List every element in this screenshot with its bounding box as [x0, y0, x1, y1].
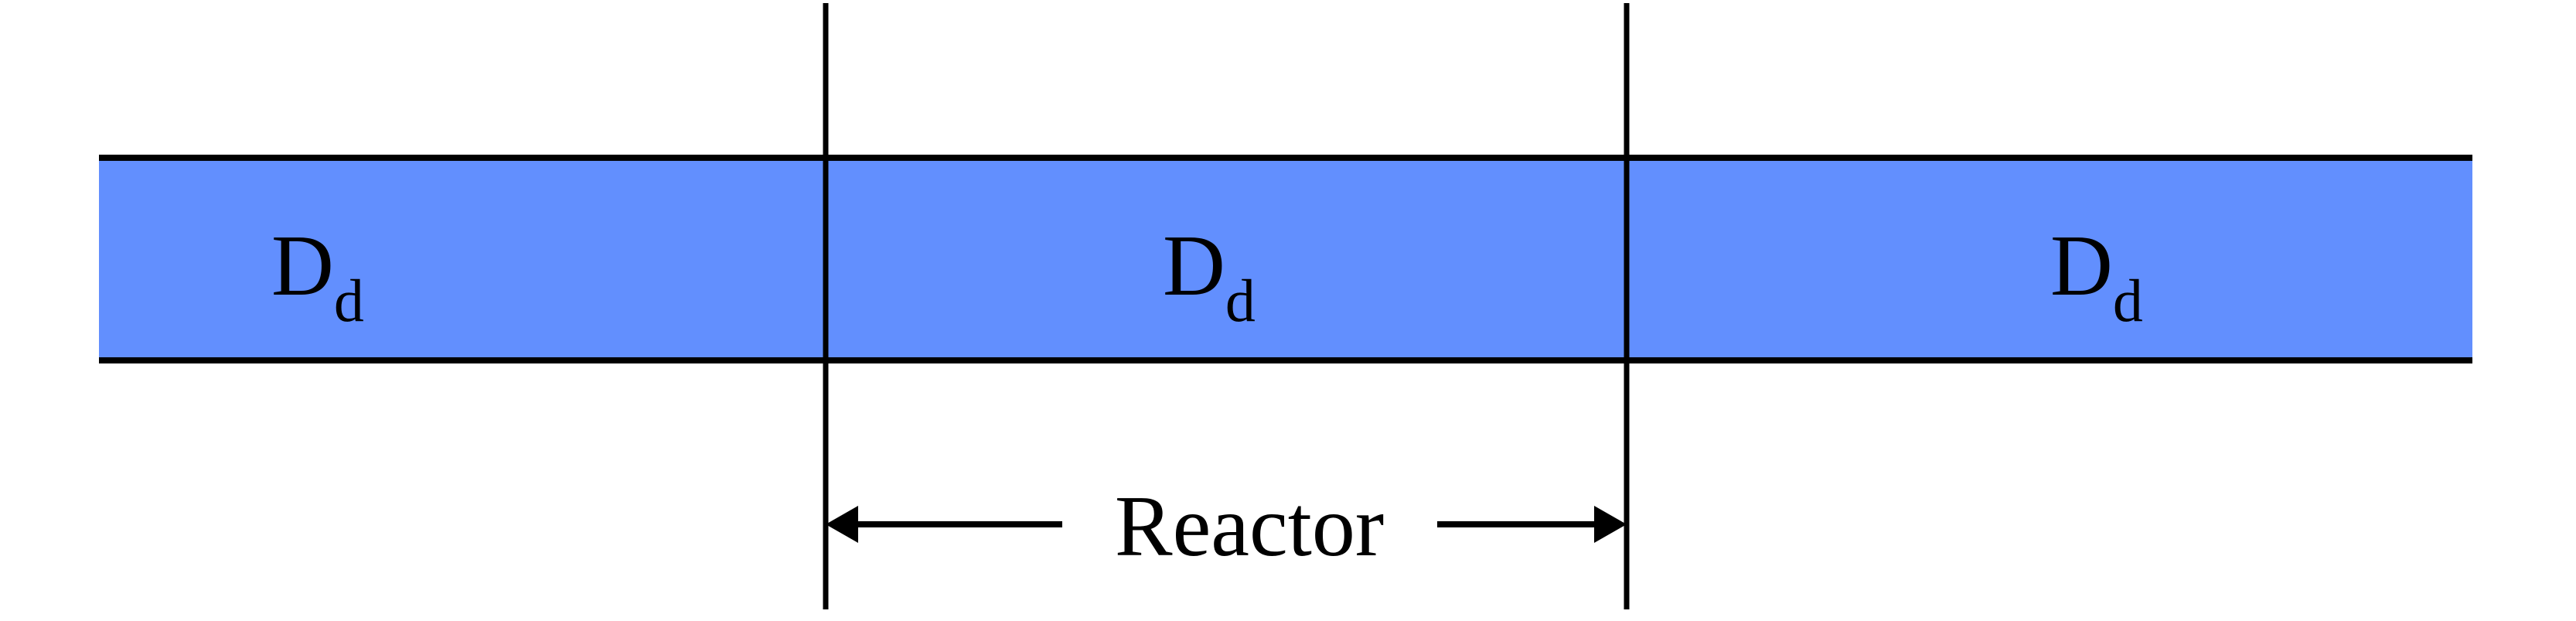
left-arrow [826, 506, 1062, 543]
section-label-left: Dd [271, 218, 364, 334]
section-label-right: Dd [2050, 218, 2143, 334]
domain-band [99, 158, 2472, 360]
reactor-label: Reactor [1115, 479, 1384, 575]
arrowhead-right-icon [1594, 506, 1627, 543]
arrowhead-left-icon [826, 506, 858, 543]
section-label-reactor: Dd [1163, 218, 1256, 334]
right-arrow [1437, 506, 1627, 543]
